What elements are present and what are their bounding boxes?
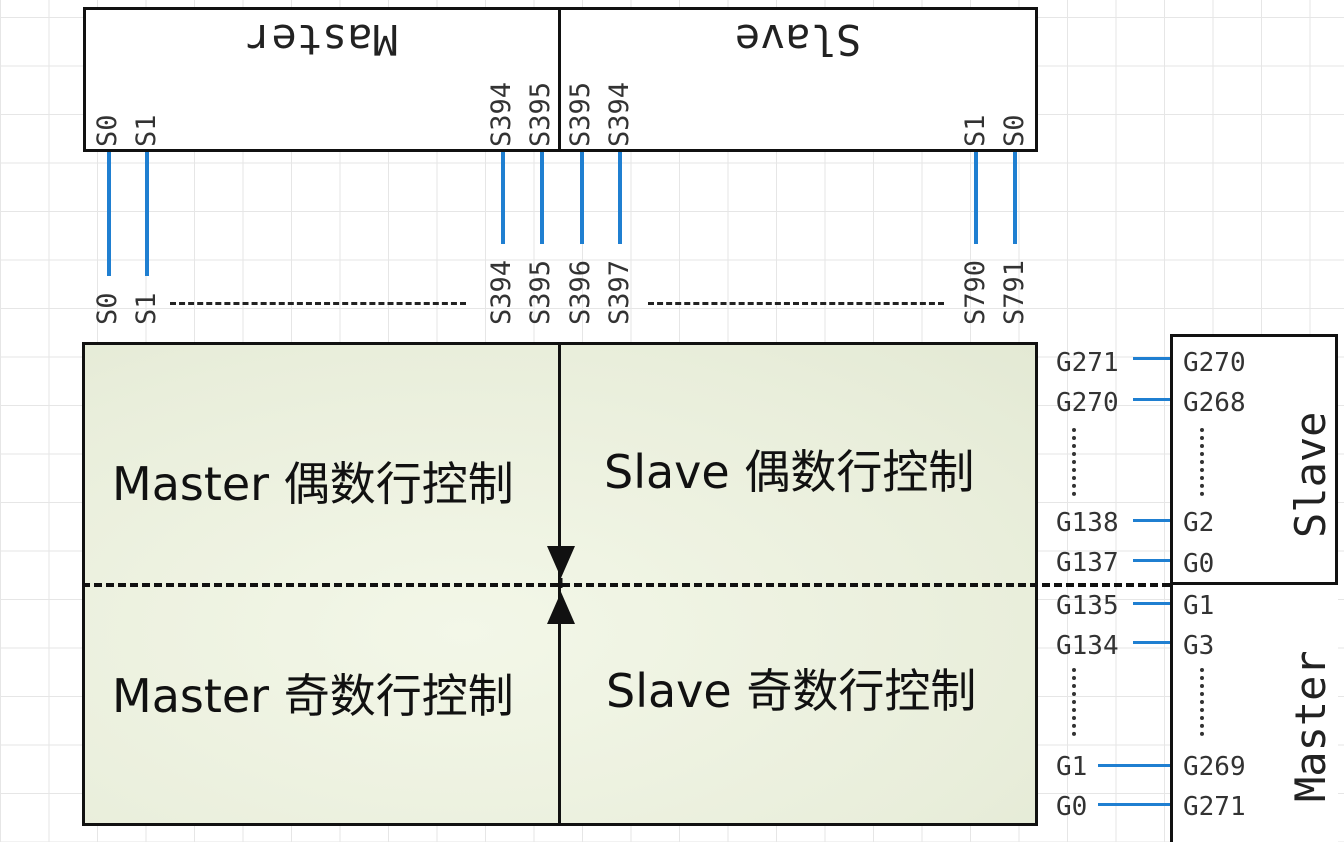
- panel-source-s0: S0: [92, 292, 123, 325]
- wire-s397: [618, 152, 622, 244]
- slave-pin-s394: S394: [604, 81, 635, 147]
- gate-wire: [1098, 764, 1170, 767]
- wire-s0: [107, 152, 111, 276]
- gate-chip-master-title: Master: [1286, 650, 1335, 802]
- wire-s790: [974, 152, 978, 244]
- gate-ellipsis-panel-master: [1072, 668, 1076, 736]
- panel-source-s1: S1: [131, 292, 162, 325]
- split-arrows-icon: [547, 546, 575, 624]
- wire-s791: [1013, 152, 1017, 244]
- panel-source-s394: S394: [486, 259, 517, 325]
- master-even-label: Master 偶数行控制: [112, 457, 514, 511]
- master-chip-title: Master: [246, 15, 398, 64]
- gate-ellipsis-chip-master: [1200, 668, 1204, 736]
- panel-gate-label: G137: [1056, 548, 1119, 578]
- master-pin-s394: S394: [486, 81, 517, 147]
- slave-chip-title: Slave: [734, 15, 862, 64]
- panel-source-s395: S395: [525, 259, 556, 325]
- master-pin-s0: S0: [92, 114, 123, 147]
- master-pin-s1: S1: [131, 114, 162, 147]
- panel-source-s791: S791: [999, 259, 1030, 325]
- slave-pin-s0: S0: [999, 114, 1030, 147]
- gate-chip-master: [1170, 582, 1338, 842]
- chip-gate-label: G1: [1183, 591, 1215, 621]
- panel-source-s396: S396: [565, 259, 596, 325]
- wire-s396: [580, 152, 584, 244]
- panel-gate-label: G1: [1056, 752, 1088, 782]
- wire-s394: [501, 152, 505, 244]
- panel-gate-label: G138: [1056, 508, 1119, 538]
- gate-wire: [1133, 602, 1170, 605]
- slave-pin-s395: S395: [565, 81, 596, 147]
- panel-gate-label: G135: [1056, 591, 1119, 621]
- wire-s1: [145, 152, 149, 276]
- chip-gate-label: G0: [1183, 549, 1215, 579]
- chip-gate-label: G269: [1183, 752, 1246, 782]
- slave-chip: Slave: [558, 7, 1038, 152]
- gate-ellipsis-panel-slave: [1072, 428, 1076, 496]
- gate-ellipsis-chip-slave: [1200, 428, 1204, 496]
- gate-wire: [1133, 641, 1170, 644]
- chip-gate-label: G268: [1183, 388, 1246, 418]
- panel-source-s790: S790: [960, 259, 991, 325]
- master-chip: Master: [83, 7, 561, 152]
- master-odd-label: Master 奇数行控制: [112, 669, 514, 723]
- chip-gate-label: G2: [1183, 508, 1215, 538]
- chip-gate-label: G270: [1183, 348, 1246, 378]
- chip-gate-label: G271: [1183, 792, 1246, 822]
- slave-odd-label: Slave 奇数行控制: [606, 664, 977, 718]
- slave-even-label: Slave 偶数行控制: [604, 445, 975, 499]
- gate-wire: [1133, 559, 1170, 562]
- gate-chip-slave-title: Slave: [1286, 411, 1335, 538]
- gate-wire: [1133, 357, 1170, 360]
- panel-gate-label: G270: [1056, 388, 1119, 418]
- panel-gate-label: G134: [1056, 631, 1119, 661]
- slave-pin-s1: S1: [960, 114, 991, 147]
- panel-gate-label: G0: [1056, 792, 1088, 822]
- panel-source-s397: S397: [604, 259, 635, 325]
- gate-wire: [1098, 803, 1170, 806]
- gate-wire: [1133, 519, 1170, 522]
- master-pin-s395: S395: [525, 81, 556, 147]
- source-ellipsis-master: [170, 302, 466, 305]
- source-ellipsis-slave: [648, 302, 944, 305]
- panel-midline: [82, 583, 1170, 587]
- wire-s395: [540, 152, 544, 244]
- panel-gate-label: G271: [1056, 348, 1119, 378]
- chip-gate-label: G3: [1183, 631, 1215, 661]
- gate-wire: [1133, 398, 1170, 401]
